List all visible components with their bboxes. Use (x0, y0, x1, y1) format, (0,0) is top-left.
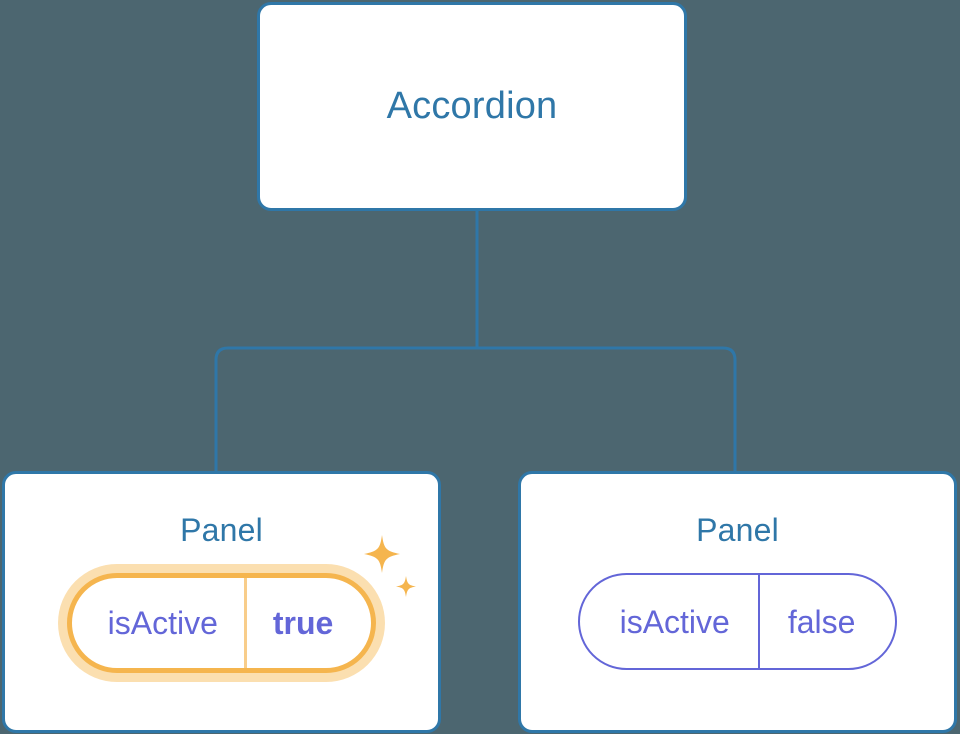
prop-value-label: false (787, 603, 856, 640)
prop-value-label: true (272, 605, 334, 641)
connector-branch-bar (214, 346, 737, 471)
node-panel-active[interactable]: Panel isActive true (2, 471, 441, 733)
prop-pill-isactive-true[interactable]: isActive true (66, 573, 377, 673)
node-accordion-title: Accordion (386, 85, 558, 127)
node-accordion[interactable]: Accordion (257, 2, 687, 211)
node-panel-active-title: Panel (180, 512, 263, 548)
node-panel-inactive-title: Panel (696, 512, 779, 548)
prop-pill-isactive-false[interactable]: isActive false (577, 573, 898, 670)
prop-pill-inactive-wrapper: isActive false (577, 573, 898, 670)
sparkle-icon-large (364, 535, 401, 573)
node-panel-inactive[interactable]: Panel isActive false (518, 471, 957, 733)
prop-key-label: isActive (580, 575, 760, 668)
sparkle-icon-small (396, 576, 417, 597)
prop-key-label: isActive (72, 578, 247, 668)
prop-pill-active-wrapper: isActive true (66, 535, 417, 673)
